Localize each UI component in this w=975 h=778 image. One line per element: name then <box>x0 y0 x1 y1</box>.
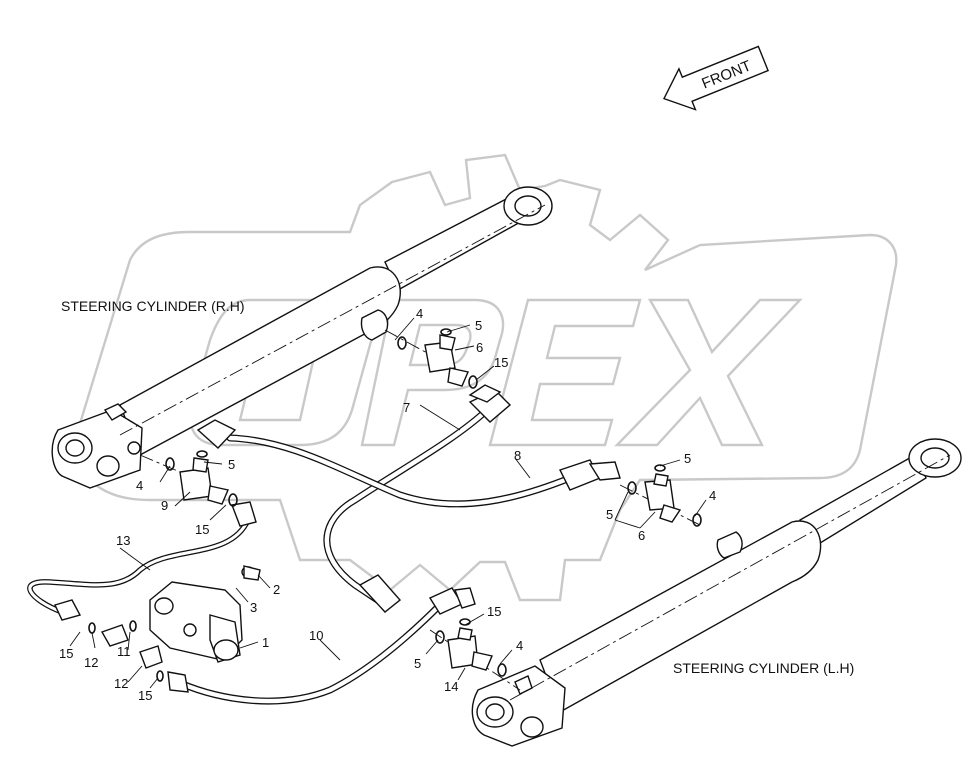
callout-8: 8 <box>514 448 521 463</box>
callout-4: 4 <box>416 306 423 321</box>
rh-port-axis-2 <box>139 454 181 473</box>
callout-5: 5 <box>606 507 613 522</box>
label-steering-cylinder-rh: STEERING CYLINDER (R.H) <box>61 298 245 314</box>
callout-15: 15 <box>494 355 508 370</box>
callout-15: 15 <box>487 604 501 619</box>
callout-4: 4 <box>709 488 716 503</box>
leader-lines <box>69 317 707 689</box>
callout-12: 12 <box>84 655 98 670</box>
hose-8 <box>196 419 621 508</box>
tee-fitting-left <box>179 457 229 505</box>
hose-7 <box>323 384 512 613</box>
lh-centerline <box>509 454 951 701</box>
callout-7: 7 <box>403 400 410 415</box>
o-rings <box>88 328 702 682</box>
hose-13 <box>27 501 257 621</box>
steering-cylinder-rh <box>51 186 553 489</box>
label-steering-cylinder-lh: STEERING CYLINDER (L.H) <box>673 660 854 676</box>
callouts: 1 2 3 4 4 4 4 5 5 5 5 5 6 6 7 8 9 10 11 … <box>59 306 716 703</box>
callout-9: 9 <box>161 498 168 513</box>
tee-fitting-upper <box>424 334 469 387</box>
steering-cylinder-lh <box>471 438 962 747</box>
callout-3: 3 <box>250 600 257 615</box>
callout-5: 5 <box>228 457 235 472</box>
rh-centerline <box>119 204 546 436</box>
elbow-fittings <box>100 565 261 669</box>
valve-block <box>149 581 243 663</box>
callout-4: 4 <box>136 478 143 493</box>
callout-6: 6 <box>638 528 645 543</box>
callout-12: 12 <box>114 676 128 691</box>
callout-15: 15 <box>138 688 152 703</box>
callout-5: 5 <box>684 451 691 466</box>
tee-fitting-lower <box>447 627 493 671</box>
callout-5: 5 <box>475 318 482 333</box>
callout-1: 1 <box>262 635 269 650</box>
callout-15: 15 <box>195 522 209 537</box>
hose-10 <box>167 587 476 705</box>
callout-14: 14 <box>444 679 458 694</box>
callout-4: 4 <box>516 638 523 653</box>
callout-2: 2 <box>273 582 280 597</box>
callout-10: 10 <box>309 628 323 643</box>
callout-5: 5 <box>414 656 421 671</box>
callout-13: 13 <box>116 533 130 548</box>
watermark-gear <box>75 153 898 602</box>
front-arrow: FRONT <box>663 45 769 111</box>
callout-11: 11 <box>117 644 131 659</box>
callout-15: 15 <box>59 646 73 661</box>
tee-fitting-lh <box>644 473 682 523</box>
callout-6: 6 <box>476 340 483 355</box>
